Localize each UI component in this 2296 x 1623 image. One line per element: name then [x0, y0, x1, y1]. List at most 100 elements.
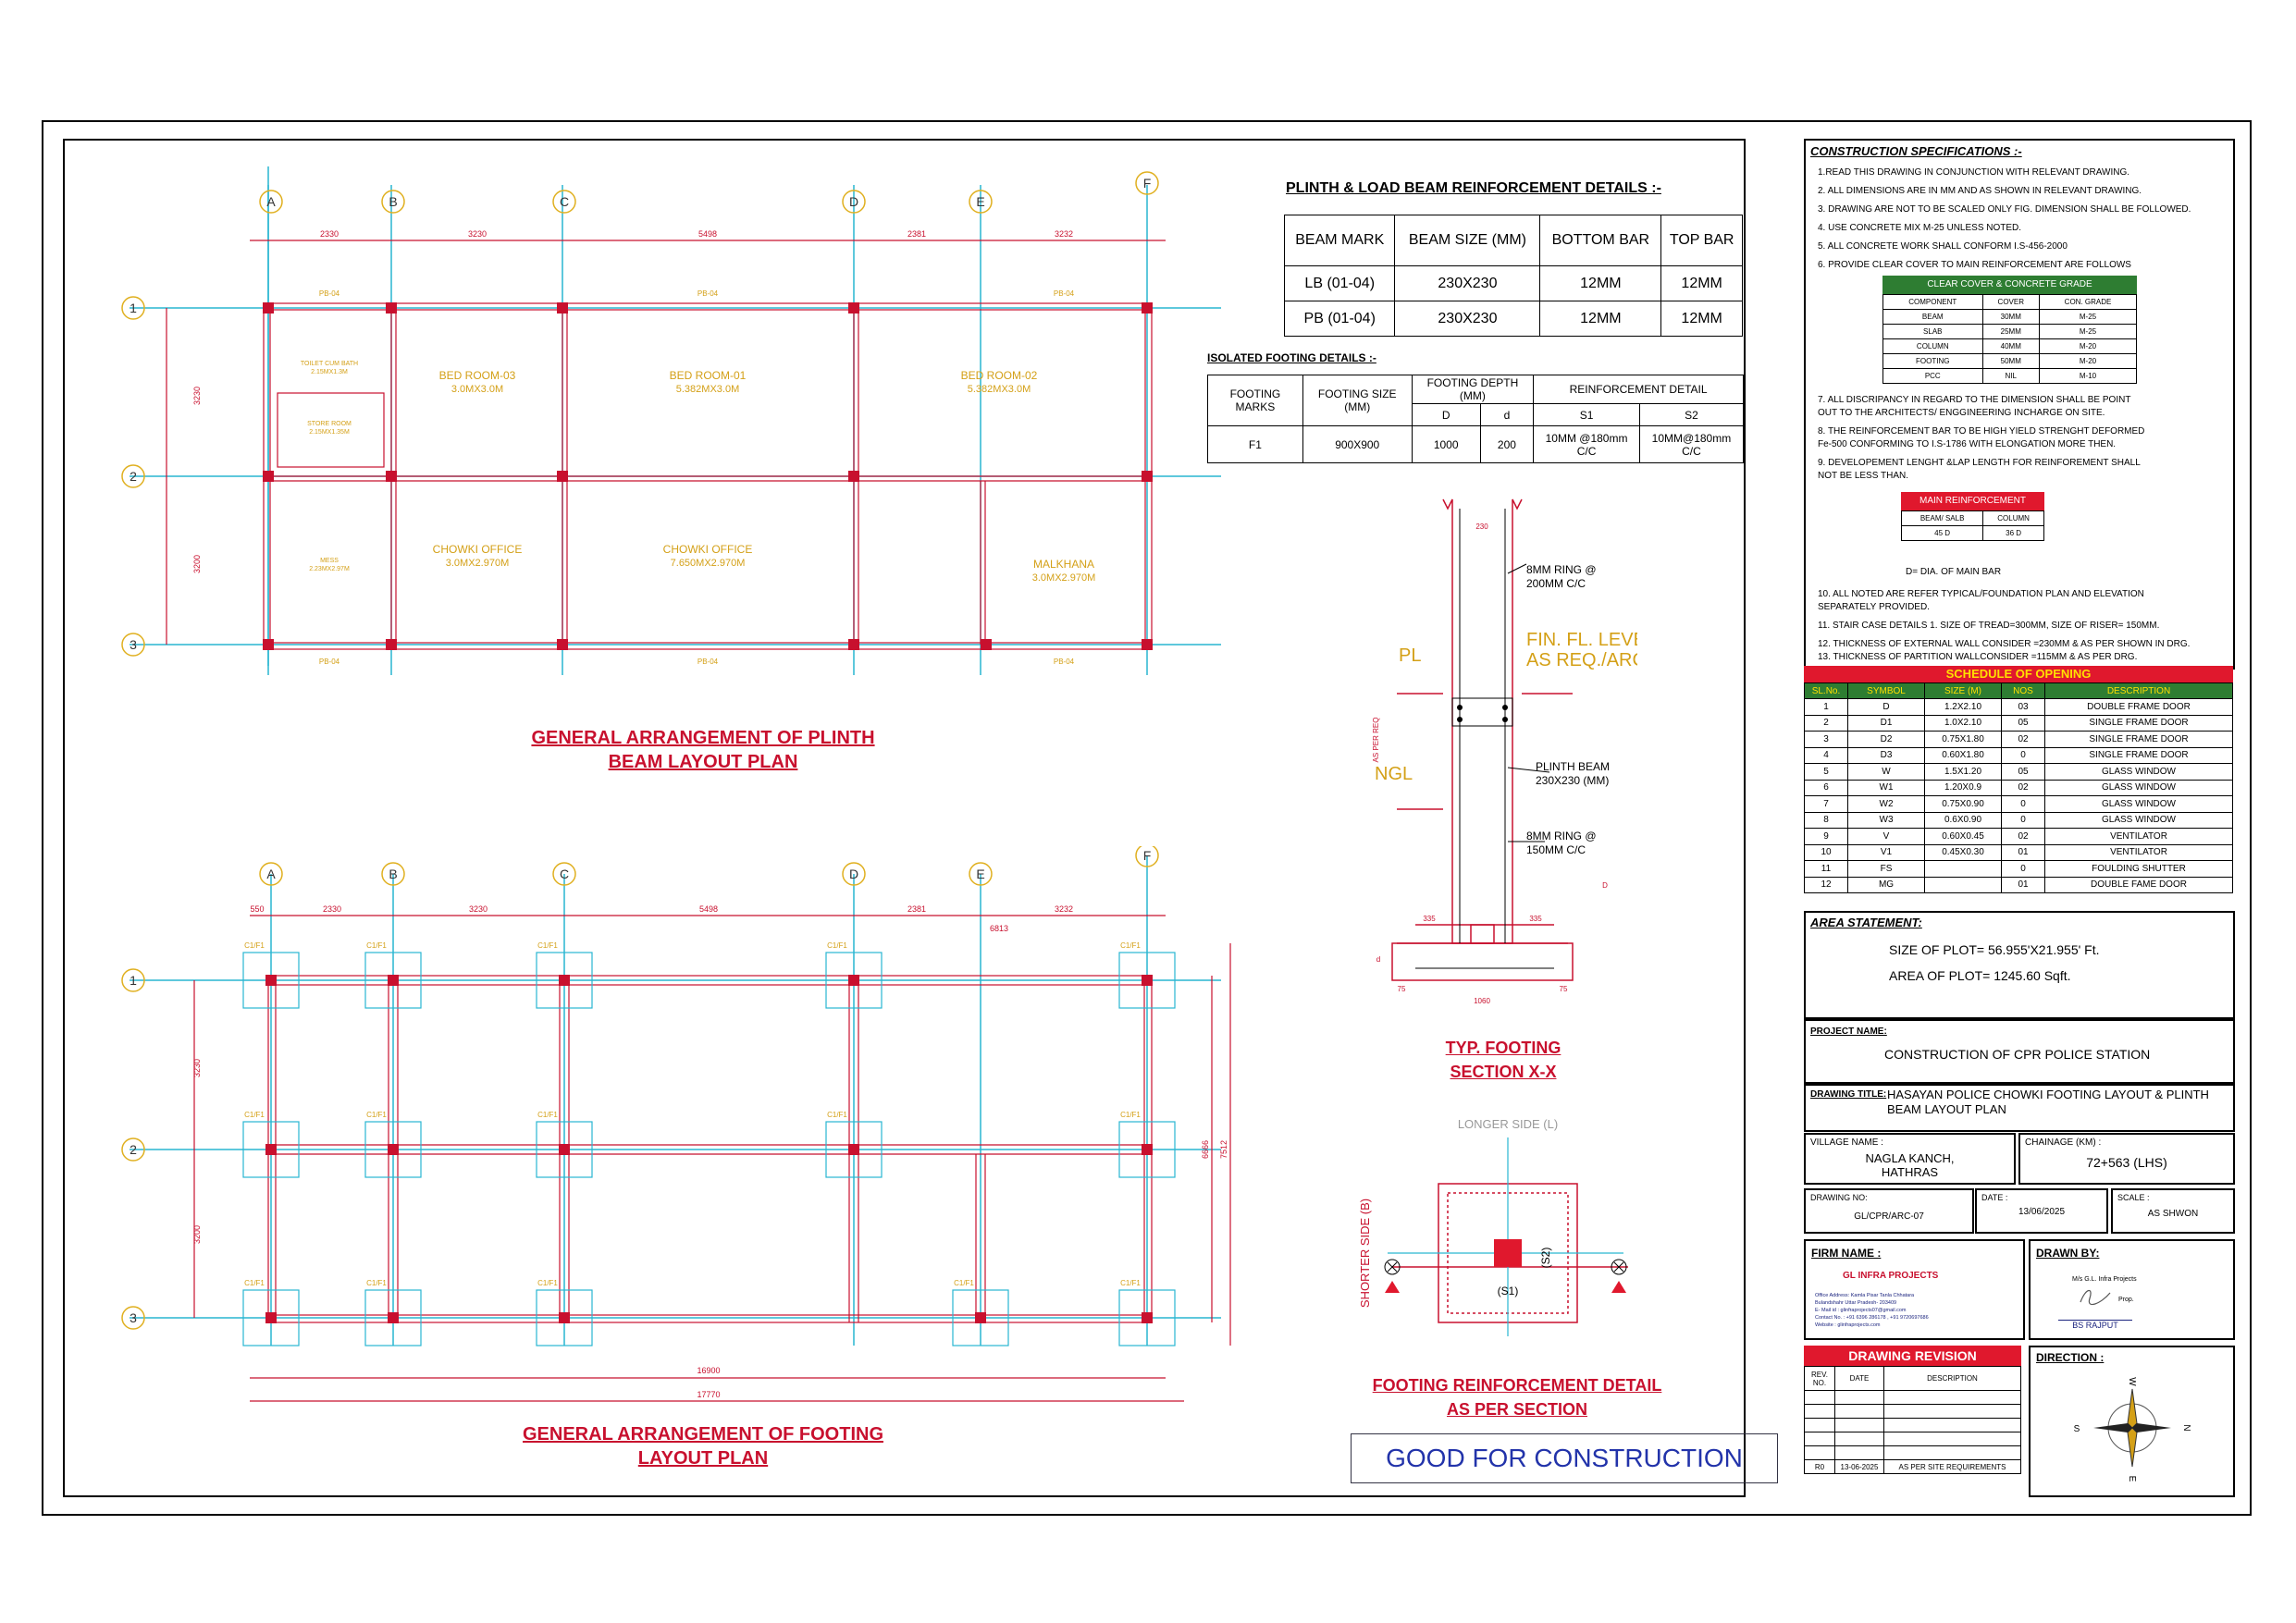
dim-text: 5498	[698, 229, 717, 239]
title-line: BEAM LAYOUT PLAN	[608, 752, 798, 772]
dim-text: 6666	[1201, 1140, 1210, 1159]
grid-label: A	[266, 194, 276, 209]
table-cell: 9	[1804, 828, 1848, 845]
header-cell: SL.No.	[1804, 682, 1848, 699]
drawn-by-label: DRAWN BY:	[2036, 1247, 2100, 1260]
scale-value: AS SHWON	[2147, 1209, 2199, 1219]
table-cell: D1	[1847, 714, 1925, 732]
room-size: 5.382MX3.0M	[676, 384, 739, 395]
room-name: CHOWKI OFFICE	[663, 543, 753, 556]
table-cell: VENTILATOR	[2044, 828, 2233, 845]
footing-pads	[242, 952, 1176, 1346]
table-cell: MG	[1847, 876, 1925, 893]
grid-label: D	[849, 867, 858, 881]
village-label: VILLAGE NAME :	[1810, 1137, 1883, 1148]
firm-label: FIRM NAME :	[1811, 1247, 1882, 1260]
room-name: MESS	[320, 558, 339, 564]
dim-text: 7512	[1219, 1140, 1228, 1159]
table-cell: 0.45X0.30	[1924, 843, 2002, 861]
chainage-label: CHAINAGE (KM) :	[2025, 1137, 2102, 1148]
signature-icon	[2080, 1289, 2111, 1306]
spec-item: 2. ALL DIMENSIONS ARE IN MM AND AS SHOWN…	[1818, 186, 2142, 196]
table-cell: SINGLE FRAME DOOR	[2044, 731, 2233, 748]
table-cell: W1	[1847, 779, 1925, 796]
ring-note: 200MM C/C	[1526, 577, 1586, 590]
table-cell: 0	[2001, 860, 2045, 878]
s1-label: (S1)	[1498, 1285, 1519, 1297]
plinth-note: PLINTH BEAM	[1536, 760, 1610, 773]
table-cell: 1.2X2.10	[1924, 698, 2002, 716]
room-name: TOILET CUM BATH	[301, 361, 358, 367]
header-cell: FOOTING SIZE (MM)	[1302, 375, 1413, 426]
date-panel: DATE : 13/06/2025	[1975, 1188, 2108, 1234]
dim-text: 2330	[323, 904, 341, 914]
table-cell: 50MM	[1981, 353, 2041, 369]
plinth-beam-table: BEAM MARK BEAM SIZE (MM) BOTTOM BAR TOP …	[1283, 215, 1743, 337]
firm-address-line: Website : glinfraprojects.com	[1815, 1322, 1881, 1328]
table-cell: W	[1847, 763, 1925, 781]
header-cell: COMPONENT	[1882, 294, 1983, 310]
village-value: NAGLA KANCH, HATHRAS	[1806, 1151, 2014, 1179]
grid-label: C	[560, 867, 569, 881]
table-cell: W3	[1847, 811, 1925, 829]
grid-label: 1	[130, 973, 137, 988]
table-cell: DOUBLE FAME DOOR	[2044, 876, 2233, 893]
room-name: BED ROOM-02	[961, 369, 1038, 382]
table-cell: 8	[1804, 811, 1848, 829]
table-cell: M-20	[2039, 338, 2137, 354]
footing-tag: C1/F1	[366, 1111, 387, 1119]
table-cell: 7	[1804, 795, 1848, 813]
footing-tag: C1/F1	[827, 941, 847, 950]
grid-label: F	[1143, 176, 1152, 191]
table-cell: FS	[1847, 860, 1925, 878]
table-cell: 12MM	[1660, 301, 1743, 337]
ring-note: 8MM RING @	[1526, 830, 1597, 842]
table-cell: 0.60X0.45	[1924, 828, 2002, 845]
dim-text: 335	[1423, 915, 1436, 923]
beam-label: PB-04	[1054, 658, 1075, 666]
header-cell: D	[1411, 403, 1481, 426]
table-cell: V1	[1847, 843, 1925, 861]
firm-address-line: Contact No. : +91 6396 286178 , +91 9720…	[1815, 1315, 1929, 1321]
table-cell: 03	[2001, 698, 2045, 716]
footing-tag: C1/F1	[954, 1279, 974, 1287]
title-line: AS PER SECTION	[1446, 1400, 1588, 1419]
title-line: SECTION X-X	[1450, 1063, 1557, 1081]
spec-item: 13. THICKNESS OF PARTITION WALLCONSIDER …	[1818, 652, 2138, 662]
plot-area: AREA OF PLOT= 1245.60 Sqft.	[1889, 968, 2071, 983]
schedule-table: SL.No. SYMBOL SIZE (M) NOS DESCRIPTION 1…	[1804, 682, 2233, 893]
header-cell: d	[1479, 403, 1535, 426]
dim-text: 3230	[192, 1059, 202, 1077]
footing-tag: C1/F1	[366, 941, 387, 950]
table-cell: LB (01-04)	[1283, 265, 1396, 301]
column-block	[1494, 1239, 1522, 1267]
main-reinf-title: MAIN REINFORCEMENT	[1901, 492, 2044, 510]
table-cell: 25MM	[1981, 324, 2041, 339]
specs-list: 1.READ THIS DRAWING IN CONJUNCTION WITH …	[1818, 166, 2191, 277]
table-cell: D3	[1847, 746, 1925, 764]
spec-item: 1.READ THIS DRAWING IN CONJUNCTION WITH …	[1818, 167, 2130, 178]
schedule-title: SCHEDULE OF OPENING	[1804, 666, 2233, 682]
table-cell: AS PER SITE REQUIREMENTS	[1883, 1459, 2021, 1474]
room-size: 2.23MX2.97M	[309, 566, 350, 572]
compass-w: W	[2127, 1377, 2137, 1386]
fin-level-note: AS REQ./ARCH.	[1526, 650, 1637, 670]
room-size: 3.0MX2.970M	[446, 558, 509, 569]
table-cell: 0.75X1.80	[1924, 731, 2002, 748]
table-cell: M-10	[2039, 368, 2137, 384]
header-cell: SIZE (M)	[1924, 682, 2002, 699]
header-cell: CON. GRADE	[2039, 294, 2137, 310]
table-cell: 0.75X0.90	[1924, 795, 2002, 813]
table-cell: NIL	[1981, 368, 2041, 384]
table-cell: V	[1847, 828, 1925, 845]
grid-label: C	[560, 194, 569, 209]
firm-address-line: E- Mail id : glinfraprojects07@gmail.com	[1815, 1308, 1907, 1313]
table-cell: D	[1847, 698, 1925, 716]
title-line: GENERAL ARRANGEMENT OF FOOTING	[523, 1424, 883, 1445]
table-cell: DOUBLE FRAME DOOR	[2044, 698, 2233, 716]
grid-label: 3	[130, 637, 137, 652]
room-name: BED ROOM-01	[670, 369, 747, 382]
table-cell	[1883, 1404, 2021, 1419]
project-name: CONSTRUCTION OF CPR POLICE STATION	[1884, 1047, 2151, 1062]
